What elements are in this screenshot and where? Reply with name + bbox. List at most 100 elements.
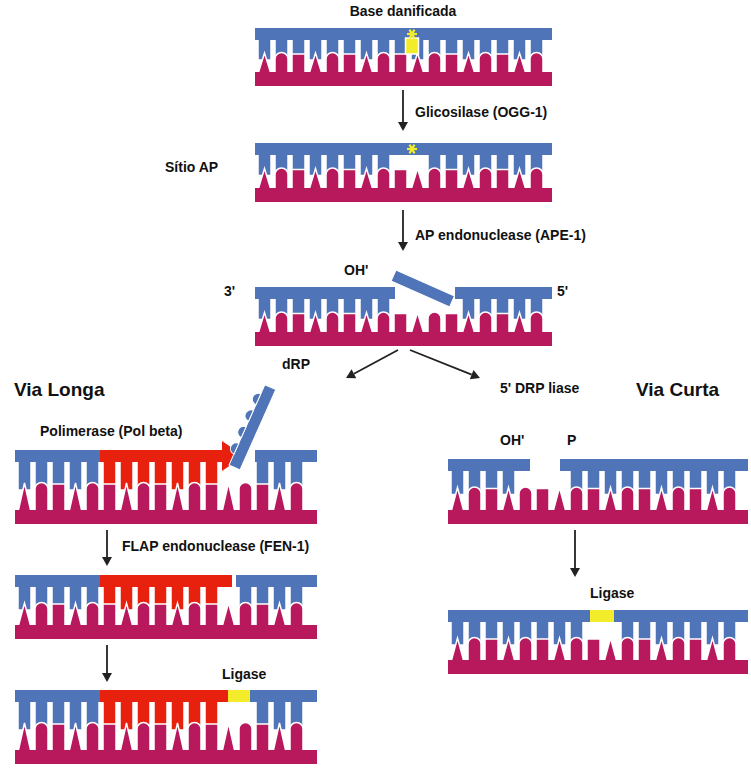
top-strand	[15, 450, 100, 462]
enzyme-label: FLAP endonuclease (FEN-1)	[122, 538, 309, 555]
bottom-base	[411, 313, 424, 335]
flap-strand	[229, 385, 276, 470]
bottom-base	[377, 168, 390, 190]
bottom-base	[536, 489, 549, 513]
bottom-base	[292, 54, 305, 74]
enzyme-label: Polimerase (Pol beta)	[40, 423, 182, 440]
bottom-base	[273, 603, 286, 627]
damage-star	[410, 30, 415, 39]
bottom-base	[290, 723, 303, 753]
bottom-base	[86, 723, 99, 753]
bottom-base	[69, 603, 82, 627]
arrow-head	[102, 557, 112, 566]
top-strand	[255, 143, 552, 155]
dna-duplex	[255, 28, 552, 86]
bottom-base	[462, 53, 475, 74]
arrow-head	[346, 369, 356, 378]
bottom-base	[428, 312, 441, 334]
top-strand	[255, 450, 317, 462]
step-arrow	[402, 90, 404, 122]
flap-base	[243, 408, 253, 421]
bottom-base	[290, 603, 303, 627]
top-strand	[255, 287, 395, 299]
top-strand	[560, 459, 748, 471]
bottom-base	[394, 54, 407, 74]
enzyme-label: Glicosilase (OGG-1)	[415, 104, 547, 121]
bottom-base	[343, 170, 356, 191]
bottom-base	[394, 314, 407, 335]
bottom-base	[485, 639, 498, 662]
bottom-base	[256, 724, 269, 752]
bottom-base	[638, 639, 651, 662]
bottom-base	[587, 489, 600, 513]
bottom-base	[258, 313, 271, 335]
arrow-head	[470, 370, 480, 379]
step-arrow	[574, 530, 576, 568]
arrow-head	[102, 673, 112, 682]
bottom-base	[485, 489, 498, 513]
bottom-base	[205, 724, 218, 752]
bottom-strand	[255, 332, 552, 346]
step-arrow	[402, 210, 404, 242]
bottom-base	[171, 483, 184, 512]
bottom-base	[479, 53, 492, 75]
bottom-base	[292, 170, 305, 191]
bottom-base	[137, 483, 150, 512]
end-label: P	[567, 432, 576, 449]
bottom-base	[69, 723, 82, 752]
bottom-base	[309, 53, 322, 74]
bottom-base	[309, 169, 322, 191]
bottom-base	[445, 54, 458, 74]
arrow-head	[570, 568, 580, 577]
drp-flap	[224, 382, 276, 470]
enzyme-label: AP endonuclease (APE-1)	[415, 227, 586, 244]
end-label: OH'	[344, 262, 368, 279]
bottom-base	[256, 604, 269, 627]
dna-duplex	[15, 450, 317, 524]
bottom-strand	[255, 188, 552, 202]
bottom-base	[513, 169, 526, 191]
bottom-base	[52, 484, 65, 512]
bottom-base	[343, 54, 356, 74]
bottom-base	[638, 489, 651, 513]
bottom-base	[222, 483, 235, 512]
bottom-base	[655, 638, 668, 662]
bottom-base	[445, 314, 458, 335]
end-label: 5'	[557, 283, 568, 300]
bottom-base	[188, 603, 201, 627]
bottom-base	[519, 487, 532, 512]
bottom-base	[188, 483, 201, 512]
top-strand	[455, 287, 552, 299]
dna-duplex	[255, 287, 552, 346]
bottom-base	[604, 638, 617, 662]
top-strand	[250, 690, 317, 702]
site-label: Sítio AP	[165, 159, 218, 176]
bottom-base	[621, 487, 634, 512]
bottom-base	[35, 483, 48, 512]
bottom-base	[188, 723, 201, 753]
bottom-base	[672, 487, 685, 512]
step-arrow	[106, 530, 108, 557]
bottom-base	[360, 169, 373, 191]
top-strand	[448, 610, 590, 622]
flap-base	[236, 424, 246, 437]
bottom-base	[468, 487, 481, 512]
bottom-base	[496, 314, 509, 335]
bottom-base	[86, 483, 99, 512]
bottom-base	[519, 638, 532, 663]
top-strand	[228, 690, 250, 702]
bottom-base	[394, 170, 407, 191]
dna-duplex	[448, 610, 748, 674]
top-strand	[236, 575, 317, 587]
bottom-base	[154, 724, 167, 752]
bottom-base	[222, 603, 235, 627]
bottom-base	[343, 314, 356, 335]
bottom-base	[239, 483, 252, 512]
bottom-base	[275, 312, 288, 334]
bottom-base	[239, 603, 252, 627]
bottom-base	[120, 723, 133, 752]
enzyme-label: Ligase	[590, 585, 634, 602]
bottom-base	[18, 483, 31, 512]
bottom-base	[377, 312, 390, 334]
step-arrow	[354, 350, 398, 374]
